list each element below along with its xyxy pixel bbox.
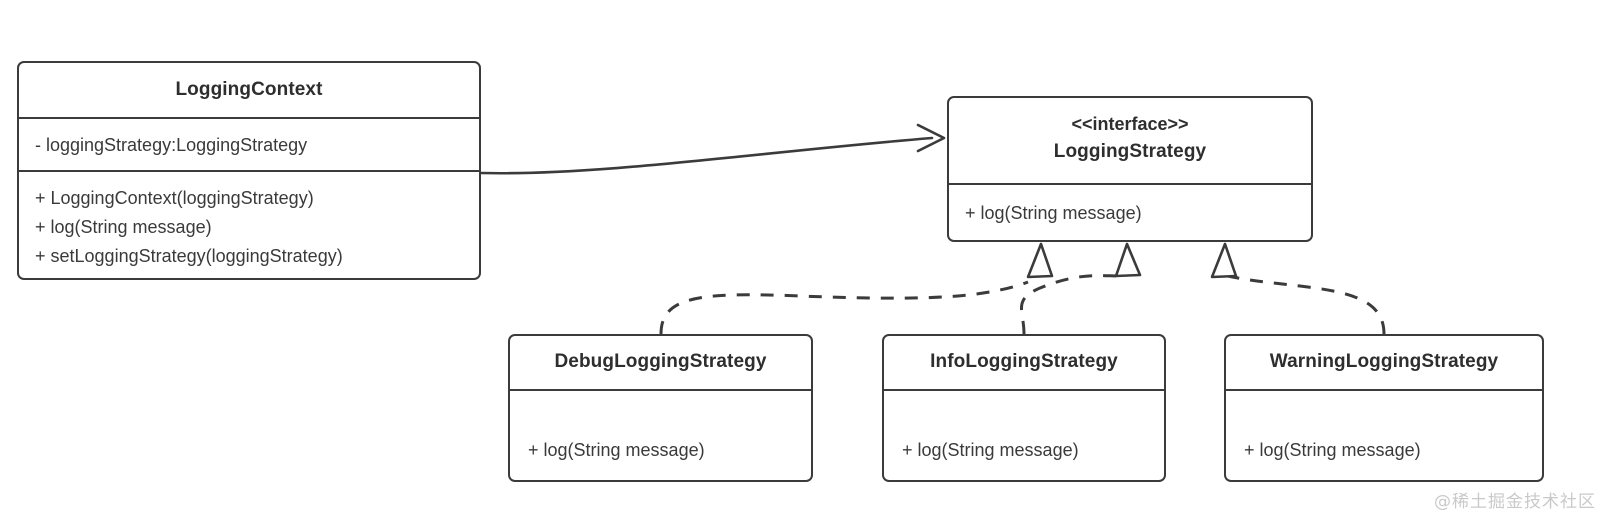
realization-debug-to-strategy bbox=[659, 242, 1054, 335]
class-box-logging-strategy[interactable]: <<interface>> LoggingStrategy + log(Stri… bbox=[947, 96, 1313, 242]
class-header-debug-logging-strategy: DebugLoggingStrategy bbox=[510, 336, 811, 389]
realization-warning-to-strategy bbox=[1210, 242, 1386, 335]
class-operations-info-logging-strategy: + log(String message) bbox=[884, 389, 1164, 479]
operation-row: + log(String message) bbox=[965, 203, 1142, 223]
class-operations-logging-strategy: + log(String message) bbox=[949, 183, 1311, 240]
operation-row: + setLoggingStrategy(loggingStrategy) bbox=[35, 246, 343, 266]
operation-row: + log(String message) bbox=[528, 440, 705, 460]
class-operations-warning-logging-strategy: + log(String message) bbox=[1226, 389, 1542, 479]
operation-row: + log(String message) bbox=[902, 440, 1079, 460]
class-attributes-logging-context: - loggingStrategy:LoggingStrategy bbox=[19, 117, 479, 170]
class-box-warning-logging-strategy[interactable]: WarningLoggingStrategy + log(String mess… bbox=[1224, 334, 1544, 482]
operation-row: + log(String message) bbox=[1244, 440, 1421, 460]
operation-row: + log(String message) bbox=[35, 217, 212, 237]
class-box-info-logging-strategy[interactable]: InfoLoggingStrategy + log(String message… bbox=[882, 334, 1166, 482]
class-title: LoggingContext bbox=[175, 79, 323, 100]
class-title: DebugLoggingStrategy bbox=[554, 351, 767, 372]
class-operations-logging-context: + LoggingContext(loggingStrategy) + log(… bbox=[19, 170, 479, 271]
class-header-logging-context: LoggingContext bbox=[19, 63, 479, 117]
class-header-warning-logging-strategy: WarningLoggingStrategy bbox=[1226, 336, 1542, 389]
class-operations-debug-logging-strategy: + log(String message) bbox=[510, 389, 811, 479]
realization-info-to-strategy bbox=[1019, 242, 1142, 335]
attribute-row: - loggingStrategy:LoggingStrategy bbox=[35, 135, 308, 155]
class-header-info-logging-strategy: InfoLoggingStrategy bbox=[884, 336, 1164, 389]
class-header-logging-strategy: <<interface>> LoggingStrategy bbox=[949, 98, 1311, 183]
class-title: LoggingStrategy bbox=[1053, 141, 1207, 162]
watermark-label: @稀土掘金技术社区 bbox=[1434, 492, 1596, 512]
association-context-to-strategy bbox=[479, 123, 946, 175]
class-stereotype: <<interface>> bbox=[1071, 114, 1189, 134]
class-box-logging-context[interactable]: LoggingContext - loggingStrategy:Logging… bbox=[17, 61, 481, 280]
class-box-debug-logging-strategy[interactable]: DebugLoggingStrategy + log(String messag… bbox=[508, 334, 813, 482]
operation-row: + LoggingContext(loggingStrategy) bbox=[35, 188, 314, 208]
class-title: WarningLoggingStrategy bbox=[1269, 351, 1499, 372]
class-title: InfoLoggingStrategy bbox=[930, 351, 1118, 372]
